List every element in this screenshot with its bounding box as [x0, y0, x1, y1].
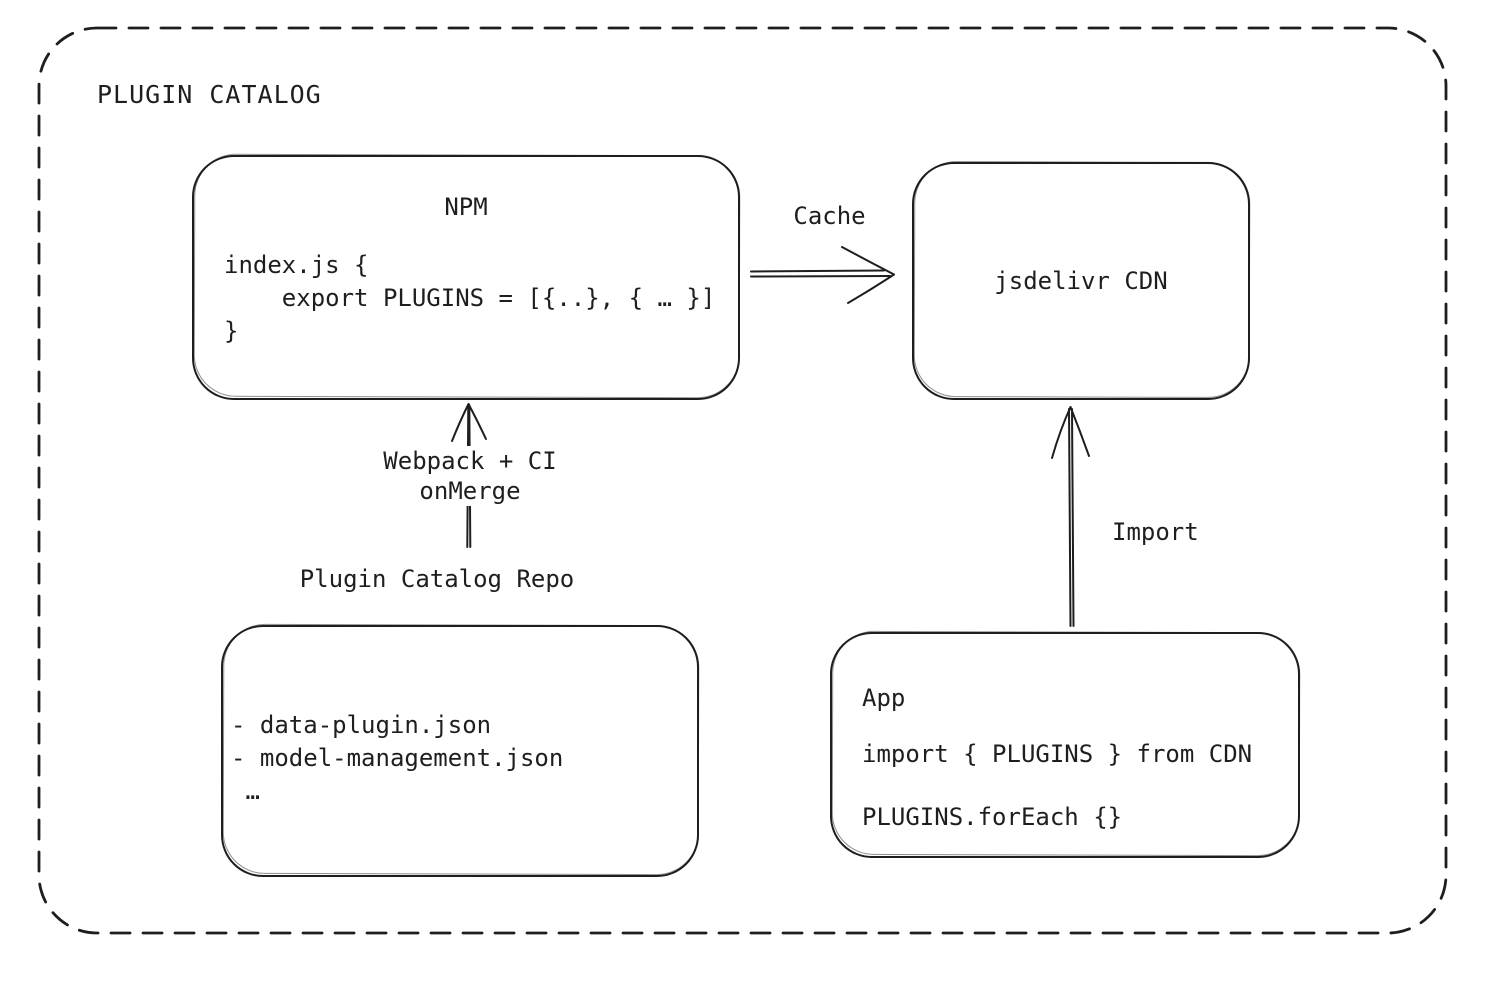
repo-file-item: - model-management.json [231, 744, 564, 772]
build-arrow-label-line: Webpack + CI [383, 447, 557, 475]
npm-code-line: index.js { [224, 251, 369, 279]
cdn-node-label: jsdelivr CDN [994, 267, 1168, 295]
diagram-title: PLUGIN CATALOG [97, 80, 322, 109]
repo-node: - data-plugin.json - model-management.js… [221, 625, 699, 877]
npm-code-line: export PLUGINS = [{..}, { … }] [224, 284, 716, 312]
app-code-line: import { PLUGINS } from CDN [862, 740, 1253, 768]
repo-file-item: … [231, 777, 260, 805]
build-arrow-label: Webpack + CI onMerge [370, 446, 570, 506]
npm-code-line: } [224, 317, 239, 345]
cache-arrow-label: Cache [793, 202, 866, 230]
npm-node-title: NPM [444, 193, 488, 221]
cache-arrow [750, 246, 895, 304]
catalog-frame-border [37, 26, 1448, 935]
build-arrow-label-line: onMerge [419, 477, 521, 505]
app-node: App import { PLUGINS } from CDN PLUGINS.… [830, 632, 1300, 858]
repo-node-title: Plugin Catalog Repo [299, 565, 575, 593]
app-node-title: App [862, 684, 906, 712]
import-arrow [1051, 406, 1090, 627]
app-code-line: PLUGINS.forEach {} [862, 803, 1123, 831]
cdn-node: jsdelivr CDN [912, 162, 1250, 400]
repo-file-list: - data-plugin.json - model-management.js… [231, 709, 563, 808]
npm-code-block: index.js { export PLUGINS = [{..}, { … }… [224, 249, 715, 348]
npm-node: NPM index.js { export PLUGINS = [{..}, {… [192, 155, 740, 400]
import-arrow-label: Import [1112, 518, 1199, 546]
repo-file-item: - data-plugin.json [231, 711, 492, 739]
